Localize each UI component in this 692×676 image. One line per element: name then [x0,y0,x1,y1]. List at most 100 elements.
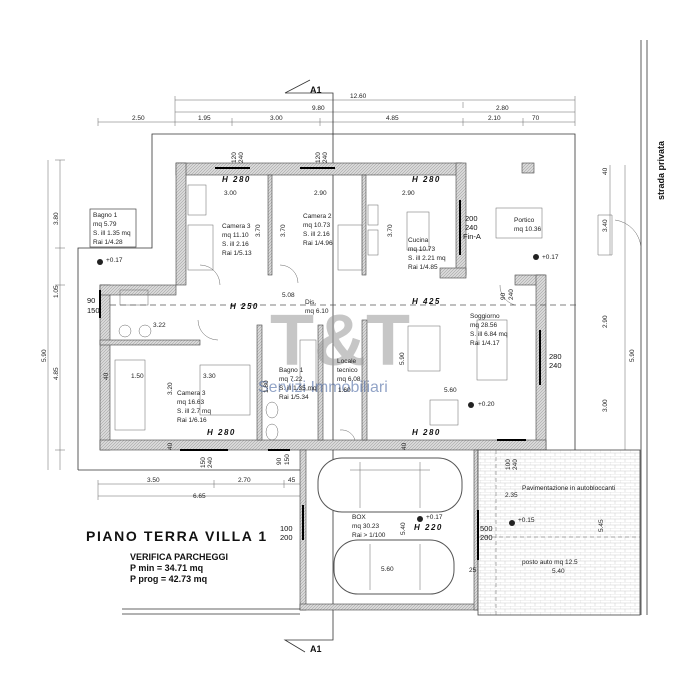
gate [597,214,642,256]
car-bottom [333,539,455,595]
dim-top: 3.00 [270,115,283,122]
door-arcs [197,264,516,441]
dim-left: 4.85 [53,367,60,380]
svg-text:Camera 3: Camera 3 [177,390,206,397]
dim-inner: 1.60 [338,387,351,394]
dim-inner: 5.90 [399,352,406,365]
height-label: H 250 [230,302,259,311]
dim-inner: 1.50 [131,373,144,380]
svg-text:S. ill 1.35 mq: S. ill 1.35 mq [279,385,317,392]
window-label: 150 [200,457,207,468]
window-label: 200 [465,214,478,223]
svg-text:mq 30.23: mq 30.23 [352,523,379,530]
svg-text:Rai 1/4.85: Rai 1/4.85 [408,264,438,271]
svg-text:mq 5.79: mq 5.79 [93,221,117,228]
window-label: 150 [87,306,100,315]
dim-inner: 3.20 [167,382,174,395]
svg-text:mq 16.63: mq 16.63 [177,399,204,406]
window-label: 500 [480,524,493,533]
window-label: 120 [231,152,238,163]
height-label: H 280 [412,175,441,184]
section-mark-top: A1 [284,79,334,470]
svg-text:mq 6.08: mq 6.08 [337,376,361,383]
room-camera-2: Camera 2 mq 10.73 S. ill 2.16 Rai 1/4.96 [303,213,333,247]
window-label: 90 [87,296,95,305]
dim-top: 9.80 [312,105,325,112]
window-label: 240 [207,457,214,468]
room-box: BOX mq 30.23 Rai > 1/100 [352,514,386,539]
dim-inner: 1.80 [263,380,270,393]
dim-inner: 5.08 [282,292,295,299]
car-top [317,457,463,513]
svg-text:mq 10.36: mq 10.36 [514,226,541,233]
svg-text:tecnico: tecnico [337,367,358,374]
dim-top: 2.10 [488,115,501,122]
svg-text:Rai 1/4.28: Rai 1/4.28 [93,239,123,246]
window-label: 120 [315,152,322,163]
street-lines [640,40,648,615]
svg-text:T&T: T&T [270,301,410,381]
parking-space-dim: 5.40 [552,568,565,575]
dim-left: 3.80 [53,212,60,225]
paving-area [477,449,641,616]
svg-text:mq 11.10: mq 11.10 [222,232,249,239]
dim-inner: 3.22 [153,322,166,329]
window-label: 240 [512,459,519,470]
svg-text:+0.17: +0.17 [106,257,123,264]
street-label: strada privata [656,140,666,200]
svg-text:mq 7.22: mq 7.22 [279,376,303,383]
dim-bottom: 45 [288,477,296,484]
dim-inner: 40 [167,442,174,450]
room-camera-3-top: Camera 3 mq 11.10 S. ill 2.16 Rai 1/5.13 [222,223,252,257]
dim-inner: 5.40 [400,522,407,535]
svg-text:S. ill 2.16: S. ill 2.16 [222,241,249,248]
window-label: 90 [276,457,283,465]
svg-text:Camera 2: Camera 2 [303,213,332,220]
svg-text:Rai > 1/100: Rai > 1/100 [352,532,386,539]
window-label: 100 [505,459,512,470]
parking-p-prog: P prog = 42.73 mq [130,574,207,584]
room-soggiorno: Soggiorno mq 28.56 S. ill 6.84 mq Rai 1/… [470,313,508,347]
dim-inner: 3.70 [255,224,262,237]
parking-p-min: P min = 34.71 mq [130,563,203,573]
dim-right: 40 [602,167,609,175]
windows [99,167,541,560]
svg-text:mq 6.10: mq 6.10 [305,308,329,315]
svg-text:A1: A1 [310,644,322,654]
window-label: 150 [284,454,291,465]
dim-bottom: 2.70 [238,477,251,484]
dim-inner: 3.70 [387,224,394,237]
svg-text:S. ill 2.21 mq: S. ill 2.21 mq [408,255,446,262]
svg-text:Locale: Locale [337,358,357,365]
svg-text:Bagno 1: Bagno 1 [279,367,304,374]
svg-text:Soggiorno: Soggiorno [470,313,500,320]
svg-text:mq 10.73: mq 10.73 [303,222,330,229]
height-label: H 220 [414,523,443,532]
svg-text:Rai 1/4.17: Rai 1/4.17 [470,340,500,347]
dim-top: 70 [532,115,540,122]
furniture [114,184,543,441]
watermark-logo: T&T Servizi Immobiliari [258,301,410,396]
height-label: H 280 [412,428,441,437]
svg-text:Servizi Immobiliari: Servizi Immobiliari [258,379,388,396]
height-label: H 425 [412,297,441,306]
parking-space-label: posto auto mq 12.5 [522,559,578,566]
dim-inner: 40 [401,442,408,450]
svg-text:Rai 1/4.96: Rai 1/4.96 [303,240,333,247]
svg-text:Portico: Portico [514,217,535,224]
svg-text:S. ill 2.16: S. ill 2.16 [303,231,330,238]
height-label: H 280 [207,428,236,437]
svg-text:mq 10.73: mq 10.73 [408,246,435,253]
dim-inner: 3.70 [280,224,287,237]
dim-right: 5.90 [629,349,636,362]
window-label: 240 [238,152,245,163]
dim-right: 3.40 [602,219,609,232]
plan-title: PIANO TERRA VILLA 1 [86,528,268,544]
dim-top: 1.95 [198,115,211,122]
dim-bottom: 3.50 [147,477,160,484]
room-bagno-1-top: Bagno 1 mq 5.79 S. ill 1.35 mq Rai 1/4.2… [89,208,137,248]
window-label: 90 [500,292,507,300]
elevation-markers: +0.17 +0.17 +0.20 +0.17 +0.15 [97,254,559,526]
paving-dim: 2.35 [505,492,518,499]
dim-right: 3.00 [602,399,609,412]
